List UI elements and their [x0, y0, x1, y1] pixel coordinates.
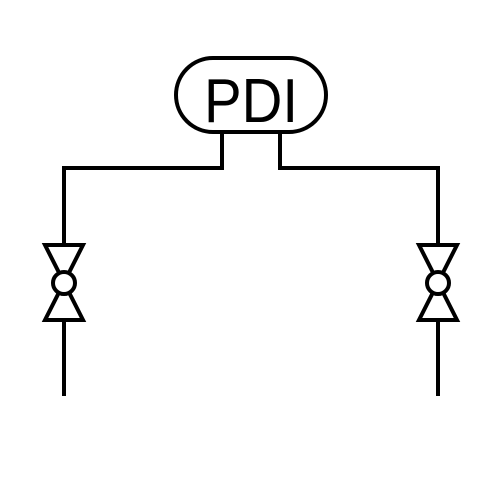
impulse-line-left	[62, 132, 224, 396]
valve-left-ball-icon	[51, 270, 77, 296]
valve-right-ball-icon	[425, 270, 451, 296]
instrument-bubble[interactable]: PDI	[174, 56, 328, 136]
impulse-line-right-upper	[278, 132, 440, 245]
impulse-line-right	[278, 132, 440, 396]
valve-right[interactable]	[415, 243, 461, 322]
instrument-bubble-outline	[174, 56, 328, 134]
instrument-tag-label: PDI	[204, 67, 298, 136]
valve-left[interactable]	[41, 243, 87, 322]
impulse-line-left-upper	[62, 132, 224, 245]
